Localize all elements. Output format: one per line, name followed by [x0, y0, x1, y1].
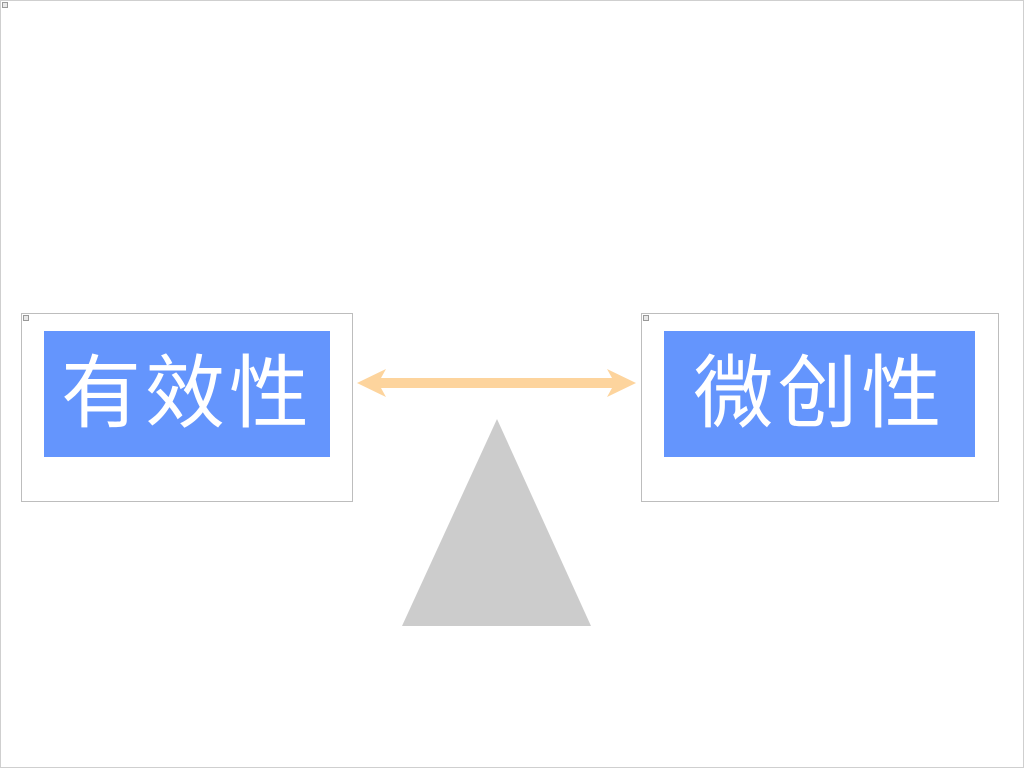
- effectiveness-label: 有效性: [44, 331, 330, 457]
- minimally-invasive-label: 微创性: [664, 331, 975, 457]
- broken-image-icon: [643, 315, 649, 321]
- broken-image-icon: [23, 315, 29, 321]
- broken-image-icon: [2, 2, 8, 8]
